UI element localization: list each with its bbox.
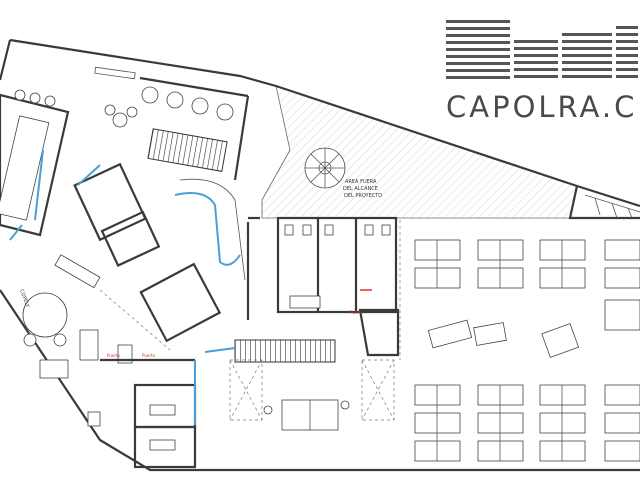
desk-cluster	[604, 384, 640, 462]
door-tag-2: Puerta	[107, 353, 121, 358]
left-lounge: COPELY	[9, 224, 171, 379]
lounge-area	[94, 66, 250, 181]
zone-note-line-1: AREA FUERA	[345, 179, 377, 185]
conference-room	[0, 89, 70, 237]
desk-cluster	[539, 384, 586, 462]
desk-cluster	[539, 239, 586, 289]
door-tag-1: Puerta	[350, 310, 364, 315]
desk-cluster	[414, 239, 461, 289]
restroom-core: Puerta	[276, 216, 400, 357]
toilet-icon	[284, 224, 294, 236]
workstations-bottom	[414, 384, 640, 462]
glass-partition	[204, 347, 236, 353]
spiral-stair-icon	[304, 147, 346, 189]
desk-cluster	[477, 239, 524, 289]
zone-note-line-2: DEL ALCANCE	[343, 186, 378, 192]
workstations-top	[414, 239, 640, 358]
logo-bars-icon	[446, 20, 638, 79]
window-wall	[584, 194, 640, 219]
door-tag-3: Puerta	[142, 353, 156, 358]
brand-name: CAPOLRA.C	[446, 90, 638, 124]
small-offices: Puerta Puerta	[87, 353, 197, 469]
desk-cluster	[414, 384, 461, 462]
stair-icon	[147, 128, 336, 363]
desk-icon	[149, 404, 176, 416]
zone-note-line-3: DEL PROYECTO	[344, 193, 382, 199]
desk-cluster	[604, 239, 640, 289]
open-meeting-tables	[229, 359, 395, 431]
room-label: COPELY	[18, 289, 30, 310]
meeting-pods	[73, 162, 222, 343]
desk-cluster	[477, 384, 524, 462]
